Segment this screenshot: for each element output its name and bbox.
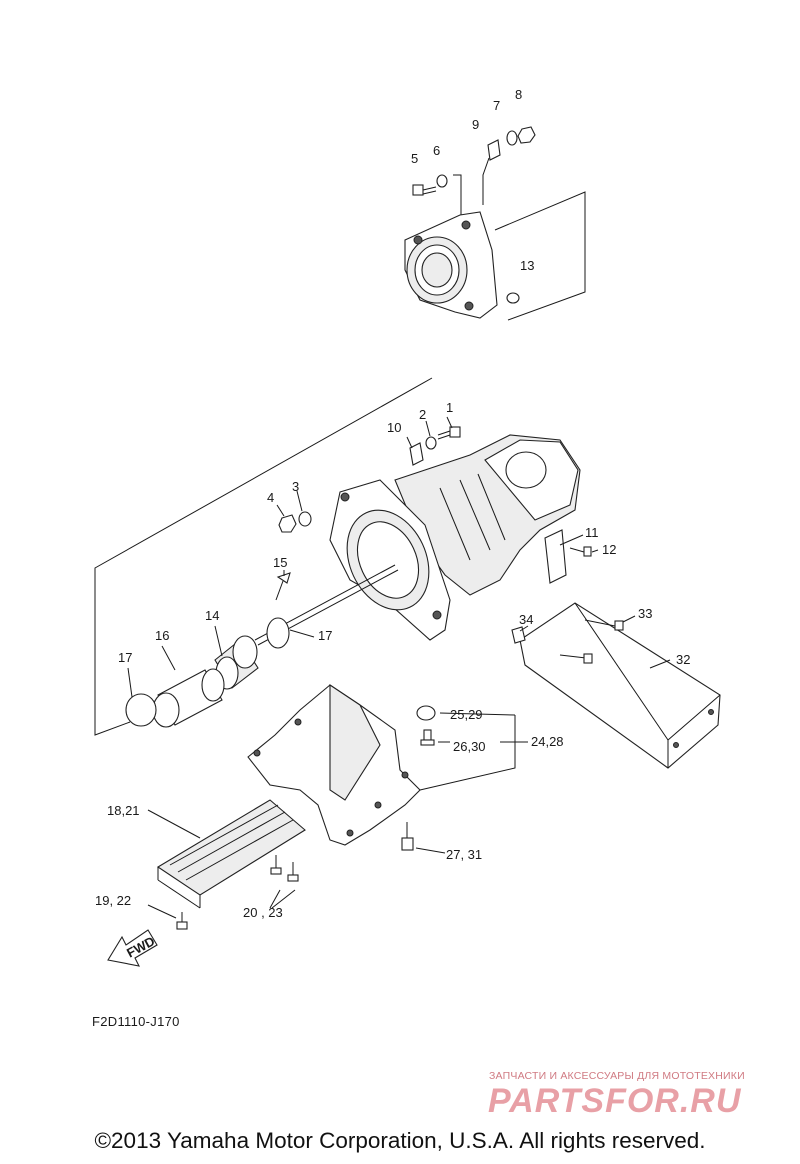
callout-5: 5 [411,151,418,166]
callout-25-29: 25,29 [450,707,483,722]
callout-20-23: 20 , 23 [243,905,283,920]
bolt-27 [401,822,414,851]
callout-27-31: 27, 31 [446,847,482,862]
reverse-plate-group [511,602,721,769]
callout-4: 4 [267,490,274,505]
callout-32: 32 [676,652,690,667]
callout-9: 9 [472,117,479,132]
nut-4 [278,514,297,533]
damper-14 [214,635,259,690]
callout-16: 16 [155,628,169,643]
clip-34 [511,626,526,644]
bolt-1 [437,426,461,440]
callout-12: 12 [602,542,616,557]
callout-19-22: 19, 22 [95,893,131,908]
fwd-label: FWD [124,933,157,960]
callout-11: 11 [585,525,599,540]
callout-6: 6 [433,143,440,158]
callout-34: 34 [519,612,533,627]
callout-14: 14 [205,608,219,623]
callout-33: 33 [638,606,652,621]
collar-25 [416,705,436,721]
intake-grate [156,799,306,896]
callout-7: 7 [493,98,500,113]
callout-24-28: 24,28 [531,734,564,749]
callout-8: 8 [515,87,522,102]
washer-2 [425,436,437,450]
bracket-10 [409,442,424,466]
bracket-9 [487,139,501,161]
drawing-code: F2D1110-J170 [92,1014,180,1029]
washer-6 [436,174,448,188]
screw-20 [270,855,299,882]
callout-13: 13 [520,258,534,273]
bolt-26 [420,729,435,746]
intake-group [147,683,528,930]
watermark-logo: PARTSFOR.RU [488,1082,742,1120]
watermark-subtitle: ЗАПЧАСТИ И АКСЕССУАРЫ ДЛЯ МОТОТЕХНИКИ [489,1070,745,1082]
screw-19 [176,912,188,930]
washer-3 [298,511,312,527]
callout-1: 1 [446,400,453,415]
bolt-12 [569,546,592,557]
assembly-frame [94,377,433,736]
washer-13 [506,292,520,304]
shaft-group [125,564,399,728]
washer-7 [506,130,518,146]
screw-15 [275,572,291,601]
callout-2: 2 [419,407,426,422]
nut-8 [517,126,536,144]
callout-17-left: 17 [118,650,132,665]
bolt-5 [412,184,437,196]
jet-pump-group [276,416,599,641]
sleeve-16 [152,668,225,728]
callout-17-right: 17 [318,628,332,643]
clamp-17-left [125,693,157,727]
callout-3: 3 [292,479,299,494]
fwd-arrow: FWD [107,929,158,967]
callout-10: 10 [387,420,401,435]
clamp-17-right [266,617,290,649]
callout-15: 15 [273,555,287,570]
callout-18-21: 18,21 [107,803,140,818]
callout-labels: 1 2 3 4 5 6 7 8 9 10 11 12 13 14 15 16 1… [95,87,690,920]
callout-26-30: 26,30 [453,739,486,754]
copyright-notice: ©2013 Yamaha Motor Corporation, U.S.A. A… [94,1128,706,1153]
bearing-housing-group [404,126,586,321]
bolt-33 [559,615,636,664]
plate-11 [544,529,567,584]
